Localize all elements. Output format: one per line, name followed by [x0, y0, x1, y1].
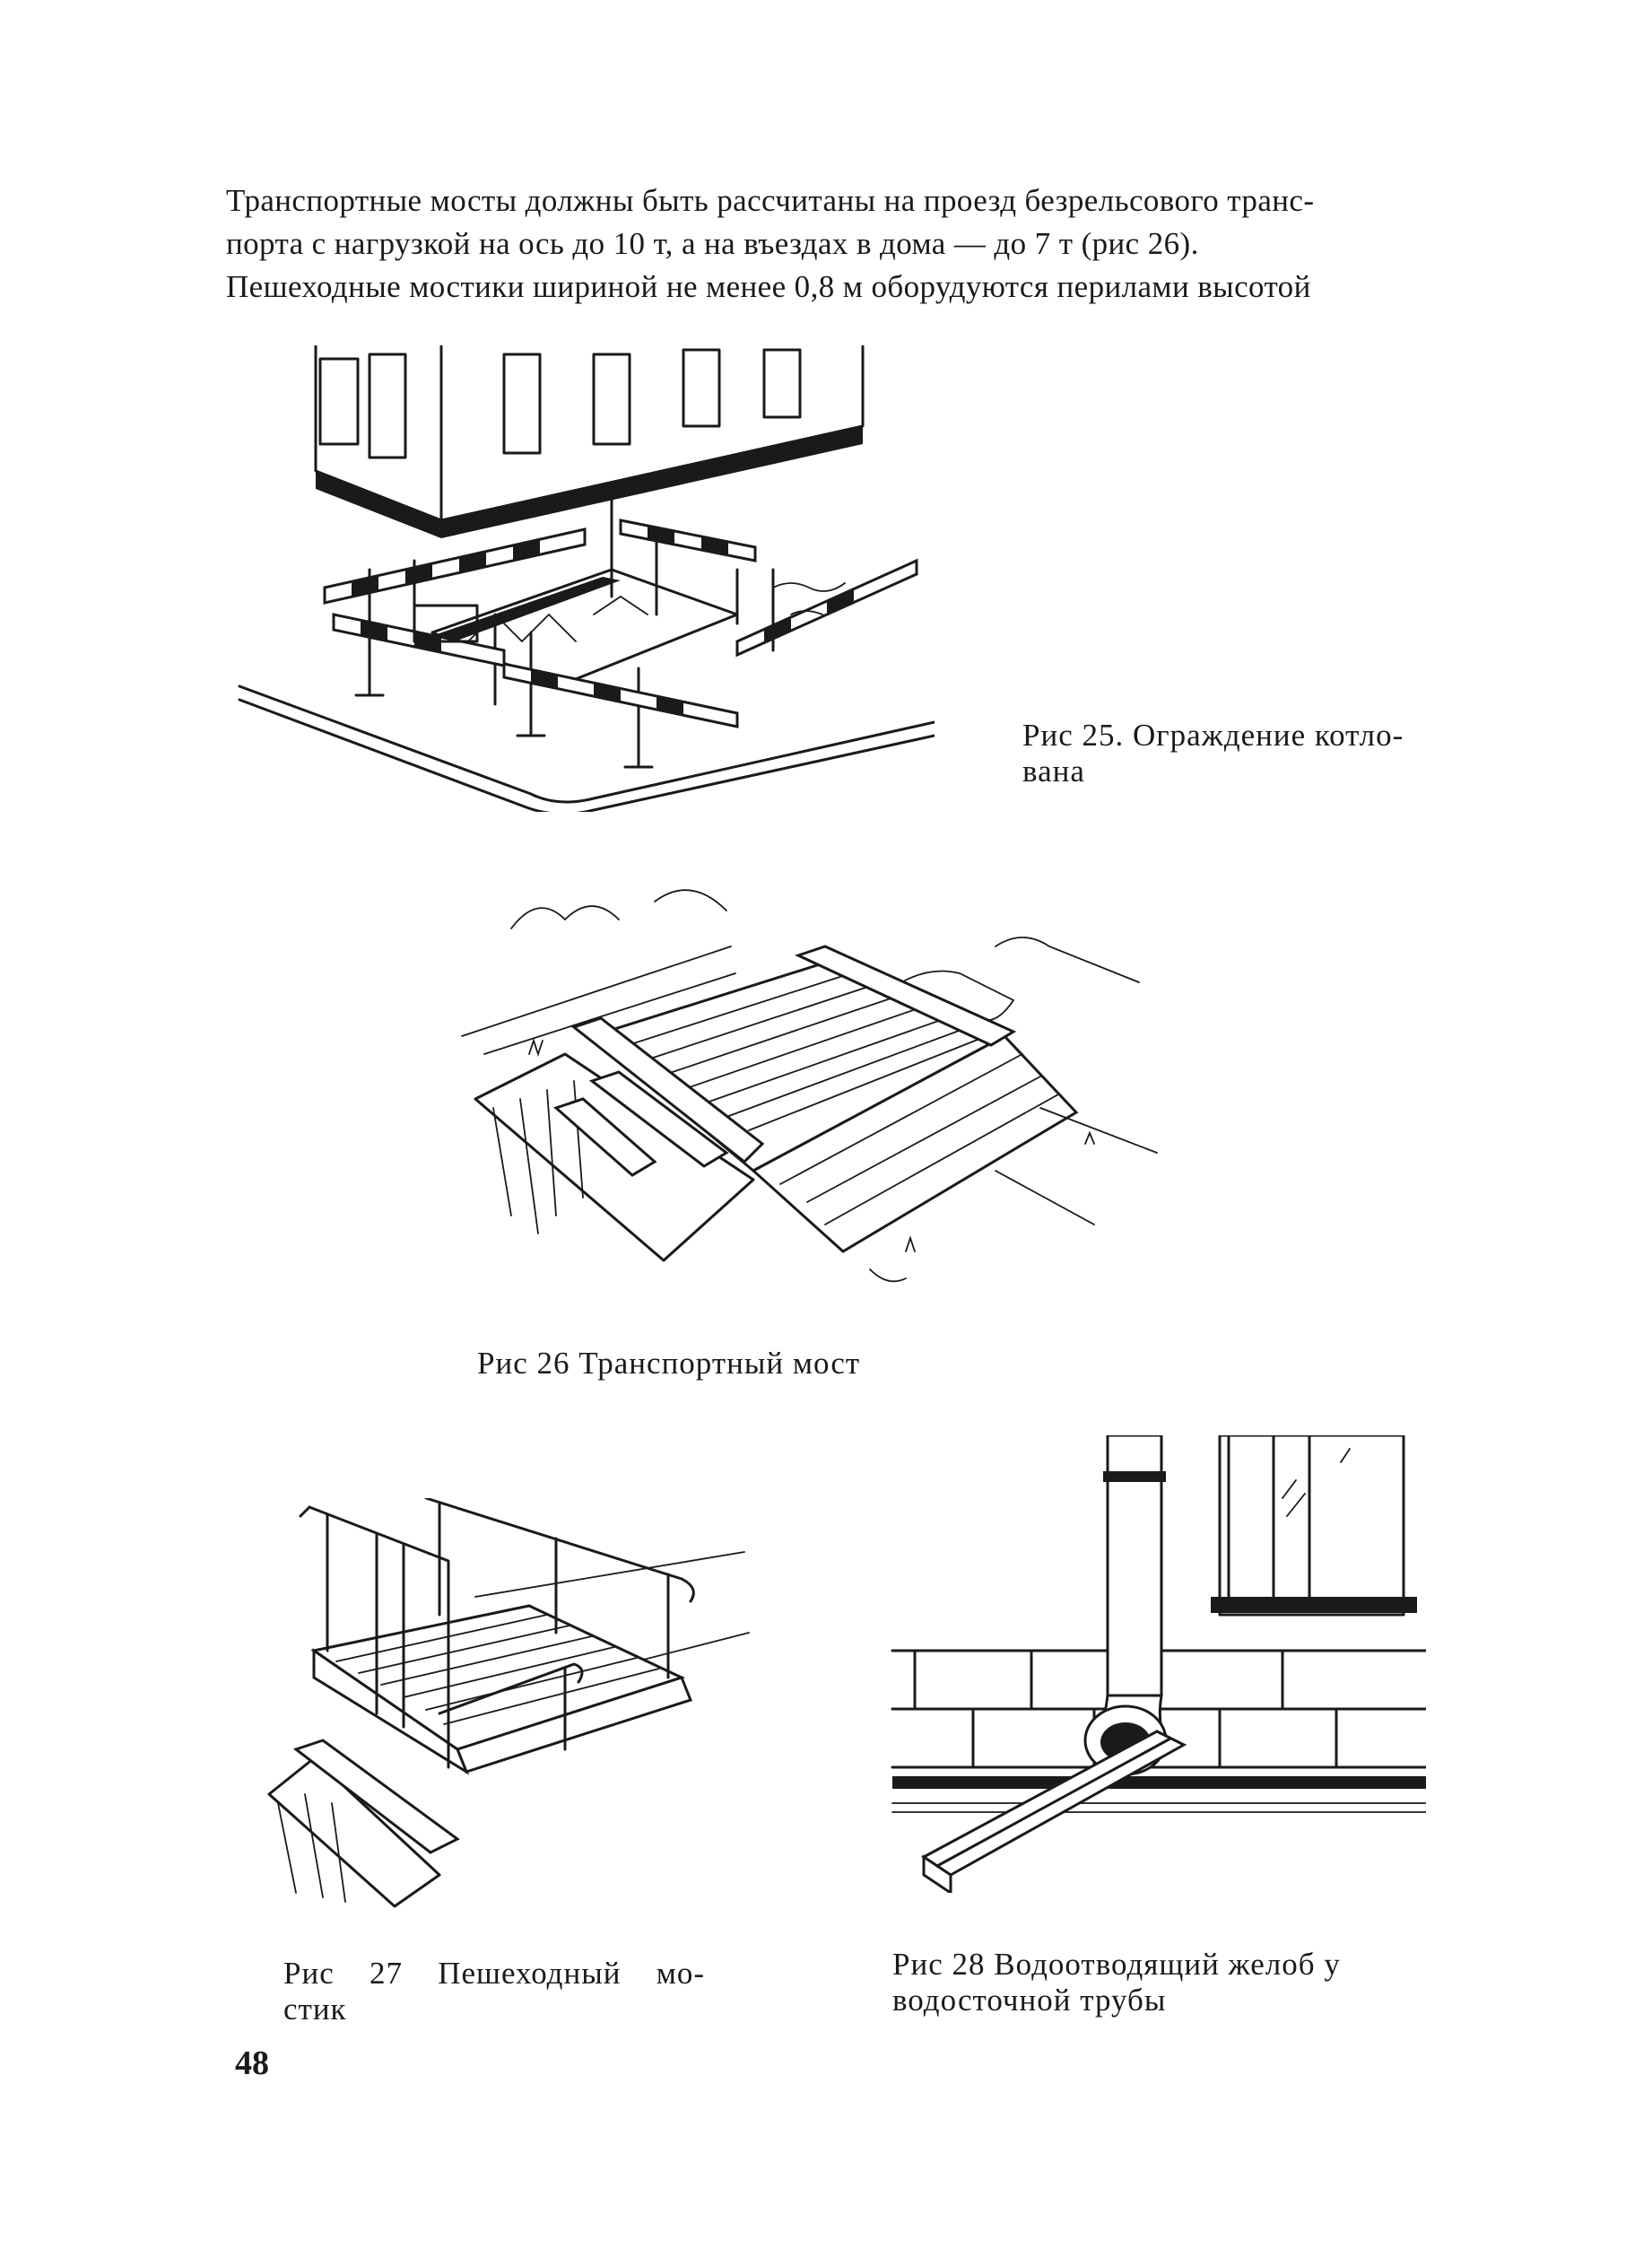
page-number: 48	[235, 2044, 269, 2082]
figure-27-caption: Рис 27 Пешеходный мо- стик	[283, 1956, 705, 2027]
figure-27-pedestrian-bridge	[260, 1498, 762, 1911]
figure-26-transport-bridge	[457, 875, 1175, 1323]
body-paragraph: Транспортные мосты должны быть рассчитан…	[226, 179, 1446, 309]
figure-25-pit-fence	[235, 345, 935, 812]
text-line: Пешеходные мостики шириной не менее 0,8 …	[226, 269, 1311, 304]
figure-28-drain-trough	[888, 1435, 1426, 1893]
figure-25-caption: Рис 25. Ограждение котло- вана	[1022, 718, 1404, 789]
text-line: Транспортные мосты должны быть рассчитан…	[226, 183, 1315, 218]
text-line: порта с нагрузкой на ось до 10 т, а на в…	[226, 226, 1199, 261]
figure-26-caption: Рис 26 Транспортный мост	[477, 1346, 861, 1381]
figure-28-caption: Рис 28 Водоотводящий желоб у водосточной…	[892, 1947, 1341, 2018]
